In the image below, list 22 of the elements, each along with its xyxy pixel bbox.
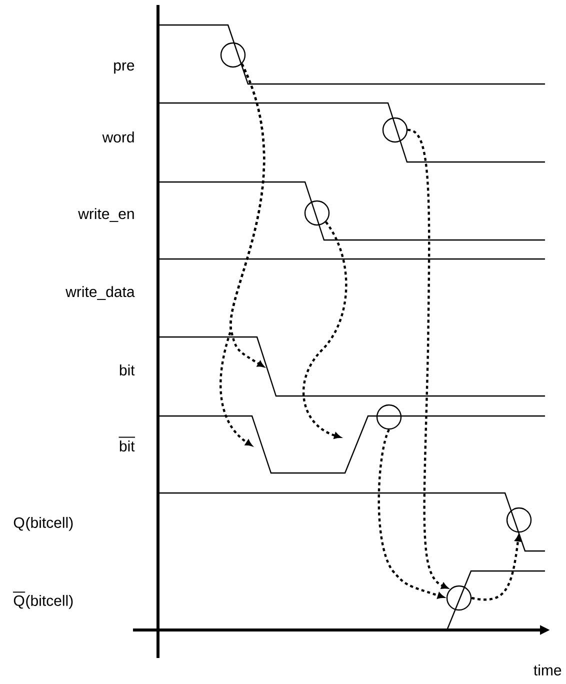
signal-label: write_en [78,208,134,222]
dotted-arrow [302,221,348,439]
transition-circle [382,117,408,143]
signal-label: Q [12,592,26,609]
dotted-arrow [378,429,444,599]
signal-label: bit [120,364,135,376]
transition-circle [376,404,402,430]
axis-label: time [534,664,562,676]
signal-label: pre [114,62,134,74]
dotted-arrow [407,128,448,589]
transition-circle [446,585,472,611]
signal-label: write_data [66,286,135,300]
dotted-arrow [471,534,522,601]
signal-label: (bitcell) [26,516,73,531]
signal-label: word [102,132,134,142]
signal-label: (bitcell) [26,594,73,609]
transition-circle [304,200,330,226]
dotted-arrow [220,64,265,446]
transition-circle [506,507,532,533]
signal-label: Q [14,517,24,531]
signal-label: bit [118,436,136,452]
transition-circle [220,42,246,68]
